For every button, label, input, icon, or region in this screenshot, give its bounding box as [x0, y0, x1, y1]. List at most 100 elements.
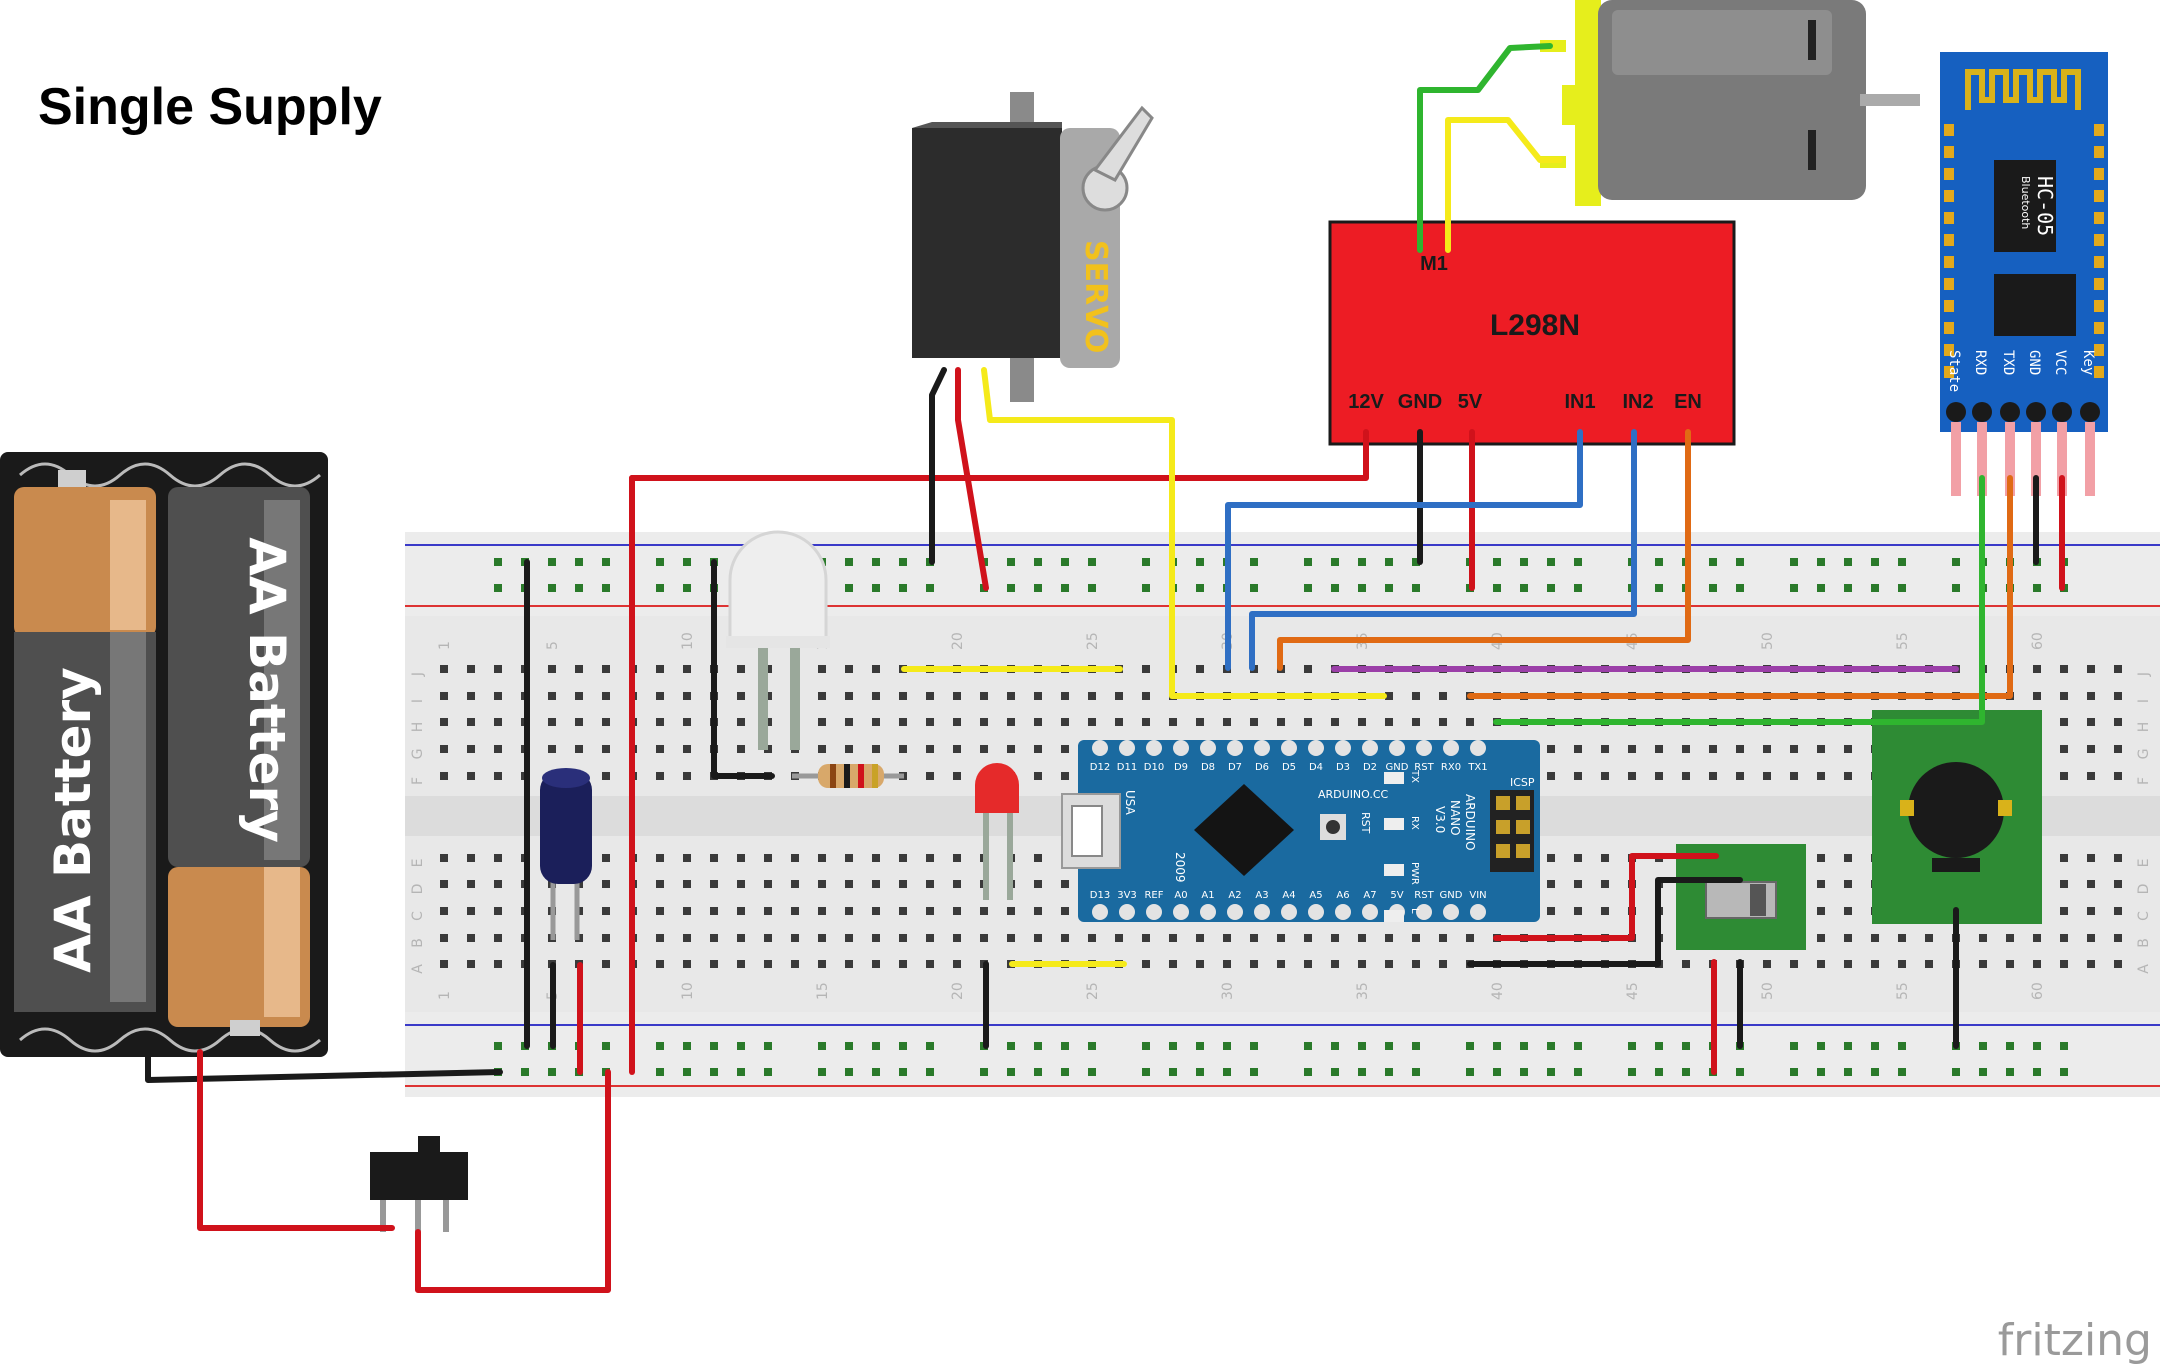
breadboard-hole	[1061, 718, 1069, 726]
rail-hole	[818, 1042, 826, 1050]
arduino-bottom-pin-label: D13	[1090, 890, 1110, 901]
rail-hole	[1466, 1042, 1474, 1050]
slide-switch-module	[1676, 844, 1806, 950]
breadboard-hole	[953, 880, 961, 888]
wire-switch-module-red	[1493, 853, 1719, 941]
bt-pad	[2094, 322, 2104, 334]
rail-hole	[926, 1042, 934, 1050]
row-letter: D	[2136, 884, 2152, 895]
breadboard-hole	[575, 745, 583, 753]
rail-hole	[1358, 558, 1366, 566]
breadboard-hole	[1439, 960, 1447, 968]
rail-hole	[1790, 1068, 1798, 1076]
rail-hole	[1196, 1042, 1204, 1050]
rail-hole	[2033, 1068, 2041, 1076]
status-led	[1384, 818, 1404, 830]
breadboard-hole	[737, 934, 745, 942]
bt-pad	[2094, 366, 2104, 378]
breadboard-hole	[1817, 934, 1825, 942]
breadboard-hole	[1817, 907, 1825, 915]
rail-hole	[1898, 1068, 1906, 1076]
breadboard-hole	[1034, 692, 1042, 700]
resistor	[792, 764, 904, 788]
arduino-brand: ARDUINO.CC	[1318, 788, 1389, 801]
rail-hole	[683, 1042, 691, 1050]
breadboard-hole	[1034, 718, 1042, 726]
breadboard-hole	[602, 718, 610, 726]
arduino-top-pin-label: D8	[1201, 762, 1215, 773]
breadboard-hole	[1169, 960, 1177, 968]
rail-hole	[1898, 558, 1906, 566]
breadboard-hole	[845, 880, 853, 888]
arduino-bottom-pin-label: REF	[1144, 890, 1163, 901]
bt-pin-leg	[1951, 422, 1961, 496]
breadboard-hole	[1385, 718, 1393, 726]
row-letter: B	[410, 938, 426, 948]
rail-hole	[1250, 1042, 1258, 1050]
breadboard-hole	[1709, 772, 1717, 780]
bt-pad	[2094, 124, 2104, 136]
rail-hole	[1817, 558, 1825, 566]
rail-hole	[1304, 584, 1312, 592]
rail-hole	[1655, 558, 1663, 566]
wire-servo-gnd	[929, 367, 947, 565]
breadboard-hole	[710, 907, 718, 915]
breadboard-hole	[1304, 934, 1312, 942]
rail-hole	[1520, 584, 1528, 592]
breadboard-hole	[467, 665, 475, 673]
breadboard-hole	[1142, 718, 1150, 726]
arduino-top-pin-label: D10	[1144, 762, 1164, 773]
rail-hole	[1520, 558, 1528, 566]
breadboard-hole	[494, 665, 502, 673]
breadboard-hole	[1061, 745, 1069, 753]
breadboard-hole	[791, 960, 799, 968]
rail-hole	[1574, 1068, 1582, 1076]
breadboard-hole	[2033, 934, 2041, 942]
breadboard-hole	[1061, 934, 1069, 942]
arduino-pin	[1470, 904, 1486, 920]
breadboard-hole	[467, 934, 475, 942]
rail-hole	[1979, 1042, 1987, 1050]
breadboard-hole	[1169, 718, 1177, 726]
arduino-top-pin-label: D4	[1309, 762, 1323, 773]
breadboard-hole	[2033, 665, 2041, 673]
breadboard-hole	[602, 907, 610, 915]
rail-hole	[548, 584, 556, 592]
rail-hole	[1250, 1068, 1258, 1076]
breadboard-hole	[1790, 745, 1798, 753]
rail-hole	[1304, 558, 1312, 566]
rail-hole	[1871, 1068, 1879, 1076]
arduino-pin	[1416, 740, 1432, 756]
rail-hole	[1196, 584, 1204, 592]
driver-pin-in2: IN2	[1622, 391, 1653, 413]
rail-hole	[1547, 558, 1555, 566]
rail-hole	[1574, 558, 1582, 566]
icsp-pin	[1496, 844, 1510, 858]
status-led	[1384, 910, 1404, 922]
breadboard-hole	[1547, 772, 1555, 780]
arduino-pin	[1119, 740, 1135, 756]
breadboard-hole	[683, 772, 691, 780]
breadboard-hole	[440, 718, 448, 726]
rail-hole	[1736, 558, 1744, 566]
arduino-top-pin-label: TX1	[1467, 762, 1487, 773]
breadboard-hole	[1088, 934, 1096, 942]
breadboard-hole	[1034, 880, 1042, 888]
power-switch	[370, 1136, 468, 1232]
rail-hole	[1007, 558, 1015, 566]
breadboard-hole	[1439, 934, 1447, 942]
breadboard-hole	[683, 692, 691, 700]
rail-hole	[1088, 558, 1096, 566]
rail-hole	[1169, 1042, 1177, 1050]
breadboard-hole	[1844, 960, 1852, 968]
arduino-pin	[1308, 740, 1324, 756]
breadboard-hole	[2114, 718, 2122, 726]
arduino-top-pin-label: D9	[1174, 762, 1188, 773]
row-letter: J	[2136, 672, 2152, 677]
arduino-bottom-pin-label: VIN	[1469, 890, 1486, 901]
rail-hole	[1709, 558, 1717, 566]
wire-bt-rxd	[1493, 475, 1985, 725]
breadboard-hole	[764, 880, 772, 888]
breadboard-hole	[737, 960, 745, 968]
